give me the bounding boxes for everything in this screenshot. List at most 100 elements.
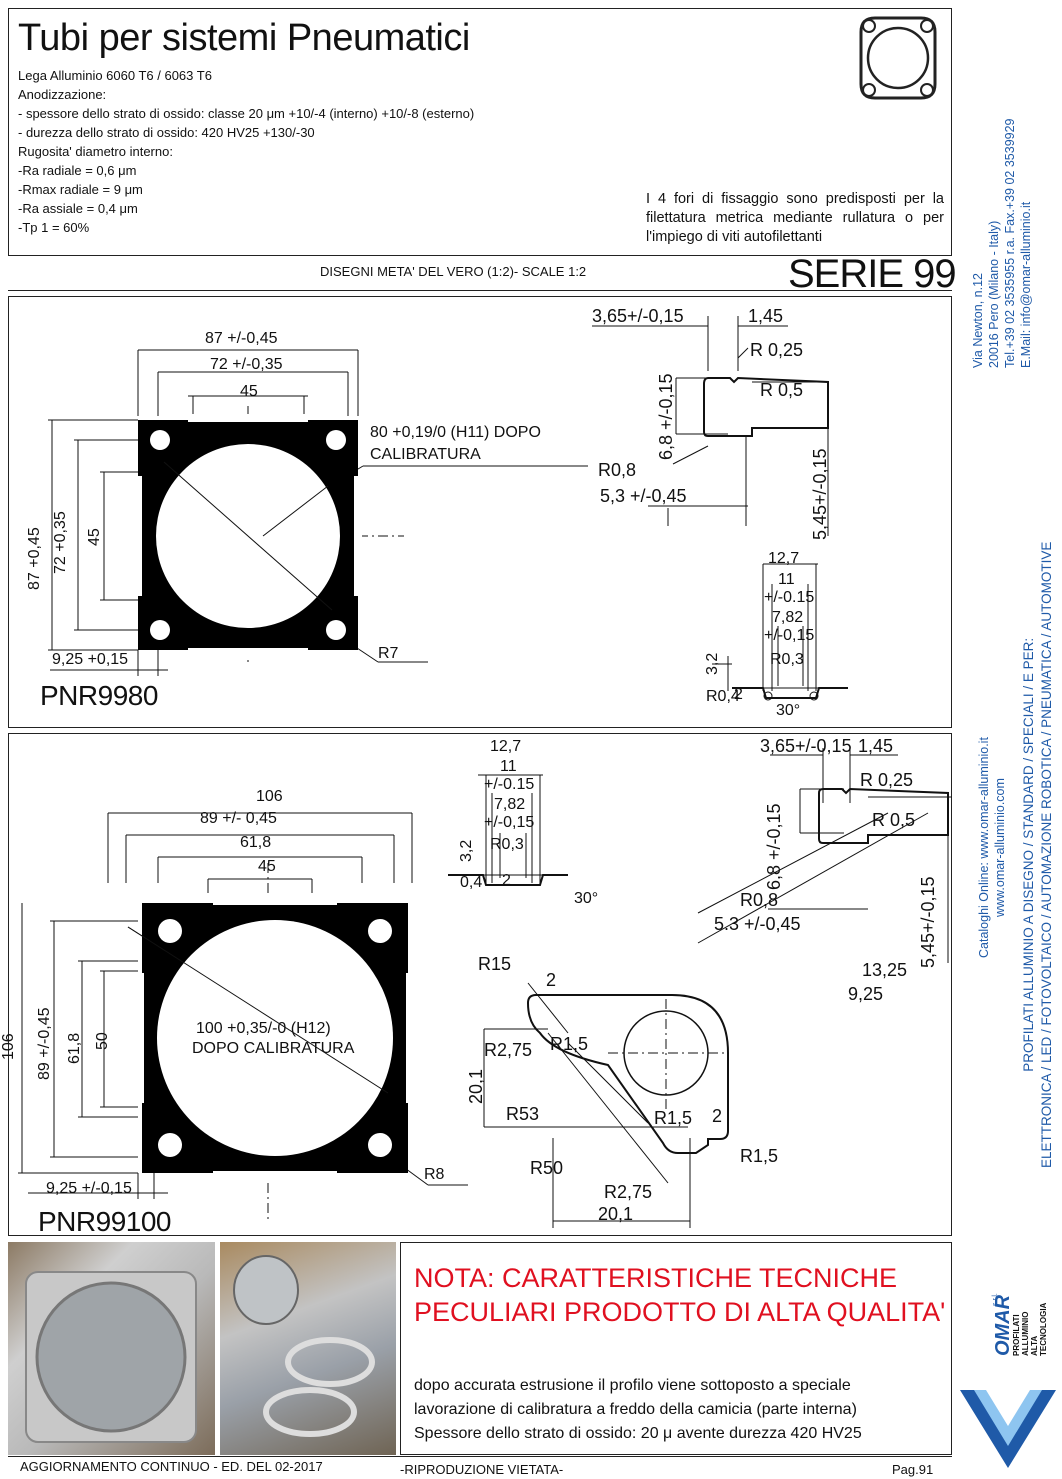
dim-h87: 87 +0,45 xyxy=(26,527,43,590)
detail-d: R 0,5 xyxy=(760,380,804,400)
footer-divider xyxy=(8,1456,952,1457)
slot-d: 7,82 xyxy=(772,609,804,626)
corner-13-25: 13,25 xyxy=(862,960,908,980)
logo-tagline-line: ALTA TECNOLOGIA xyxy=(1030,1302,1048,1356)
slot2-i: 2 xyxy=(502,872,511,889)
slot2-h: 0,4 xyxy=(460,874,483,891)
spec-line: - spessore dello strato di ossido: class… xyxy=(18,106,475,121)
dim-r8: R8 xyxy=(424,1166,445,1183)
corner-r2-75-b: R2,75 xyxy=(604,1182,653,1202)
dim-h89: 89 +/-0,45 xyxy=(36,1007,53,1081)
drawing-pnr9980 xyxy=(48,316,848,701)
drawing-box-pnr99100 xyxy=(8,733,952,1236)
slot-i: 2 xyxy=(734,686,743,703)
page-title: Tubi per sistemi Pneumatici xyxy=(18,17,470,59)
dim-w87: 87 +/-0,45 xyxy=(205,330,278,347)
dim-r7: R7 xyxy=(378,645,399,662)
detail2-h: 5,45+/-0,15 xyxy=(918,876,938,968)
online-line: www.omar-alluminio.com xyxy=(993,778,1007,917)
nota-heading-line2: PECULIARI PRODOTTO DI ALTA QUALITA' xyxy=(414,1297,946,1327)
dim-w45-2: 45 xyxy=(258,858,276,875)
corner-r15: R15 xyxy=(478,954,512,974)
corner-r1-5-b: R1,5 xyxy=(654,1108,693,1128)
dim-bore2-line2: DOPO CALIBRATURA xyxy=(192,1040,355,1057)
detail2-e: 6,8 +/-0,15 xyxy=(764,803,784,890)
nota-body: dopo accurata estrusione il profilo vien… xyxy=(414,1374,862,1446)
corner-r53: R53 xyxy=(506,1104,540,1124)
scale-caption: DISEGNI META' DEL VERO (1:2)- SCALE 1:2 xyxy=(320,264,587,279)
spec-line: Rugosita' diametro interno: xyxy=(18,144,173,159)
detail2-g: 5.3 +/-0,45 xyxy=(714,914,801,934)
spec-line: -Rmax radiale = 9 μm xyxy=(18,182,143,197)
slot2-a: 12,7 xyxy=(490,738,522,755)
slot-c: +/-0.15 xyxy=(764,589,815,606)
dim-w106: 106 xyxy=(256,788,283,805)
logo-suffix: s.r.l. xyxy=(992,1293,999,1306)
detail2-d: R 0,5 xyxy=(872,810,916,830)
dim-w61: 61,8 xyxy=(240,834,272,851)
sidebar-profiles: PROFILATI ALLUMINIO A DISEGNO / STANDARD… xyxy=(1020,542,1056,1168)
slot2-j: 30° xyxy=(574,890,599,907)
corner-r2-75-a: R2,75 xyxy=(484,1040,533,1060)
header-divider xyxy=(8,290,952,291)
slot-h: R0,4 xyxy=(706,688,740,705)
product-photo-tube-section xyxy=(8,1242,215,1455)
detail2-c: R 0,25 xyxy=(860,770,914,790)
nota-body-line: Spessore dello strato di ossido: 20 μ av… xyxy=(414,1425,862,1442)
series-title: SERIE 99 xyxy=(788,252,957,296)
detail2-b: 1,45 xyxy=(858,736,894,756)
tube-section-icon xyxy=(859,16,937,100)
spec-line: - durezza dello strato di ossido: 420 HV… xyxy=(18,125,315,140)
dim-bore-line1: 80 +0,19/0 (H11) DOPO xyxy=(370,424,541,441)
address-line: Via Newton, n.12 xyxy=(971,273,985,368)
detail2-a: 3,65+/-0,15 xyxy=(760,736,852,756)
dim-h72: 72 +0,35 xyxy=(52,511,69,574)
slot-b: 11 xyxy=(778,571,795,588)
footer-edition: AGGIORNAMENTO CONTINUO - ED. DEL 02-2017 xyxy=(20,1459,323,1474)
slot-j: 30° xyxy=(776,702,801,719)
header-box xyxy=(8,8,952,256)
profiles-line: PROFILATI ALLUMINIO A DISEGNO / STANDARD… xyxy=(1021,637,1036,1072)
address-line: E.Mail: info@omar-alluminio.it xyxy=(1019,201,1033,368)
dim-bore2-line1: 100 +0,35/-0 (H12) xyxy=(196,1020,331,1037)
dim-h50: 50 xyxy=(94,1032,111,1050)
corner-2: 2 xyxy=(546,970,557,990)
slot-e: +/-0,15 xyxy=(764,627,815,644)
dim-w72: 72 +/-0,35 xyxy=(210,356,283,373)
drawing-pnr99100 xyxy=(18,748,952,1228)
corner-r1-5-c: R1,5 xyxy=(740,1146,779,1166)
detail-h: 5,45+/-0,15 xyxy=(810,448,830,540)
spec-line: -Ra assiale = 0,4 μm xyxy=(18,201,138,216)
product-photo-rings xyxy=(220,1242,396,1455)
slot2-f: R0,3 xyxy=(490,836,524,853)
slot-a: 12,7 xyxy=(768,550,800,567)
sidebar-address: Via Newton, n.12 20016 Pero (Milano - It… xyxy=(970,118,1034,368)
dim-h61: 61,8 xyxy=(66,1032,83,1064)
online-line: Cataloghi Online: www.omar-alluminio.it xyxy=(977,737,991,958)
nota-box xyxy=(400,1242,952,1455)
detail-f: R0,8 xyxy=(598,460,637,480)
corner-20-1-b: 20,1 xyxy=(598,1204,634,1224)
part-code-pnr9980: PNR9980 xyxy=(40,680,158,711)
part-code-pnr99100: PNR99100 xyxy=(38,1206,171,1237)
corner-r50: R50 xyxy=(530,1158,564,1178)
alloy-spec: Lega Alluminio 6060 T6 / 6063 T6 xyxy=(18,68,212,83)
slot2-d: 7,82 xyxy=(494,796,526,813)
slot2-c: +/-0.15 xyxy=(484,776,535,793)
detail-b: 1,45 xyxy=(748,306,784,326)
slot2-b: 11 xyxy=(500,758,517,775)
spec-line: -Ra radiale = 0,6 μm xyxy=(18,163,137,178)
slot-f: R0,3 xyxy=(770,651,804,668)
detail-g: 5,3 +/-0,45 xyxy=(600,486,687,506)
nota-heading-line1: NOTA: CARATTERISTICHE TECNICHE xyxy=(414,1263,898,1293)
logo-tagline: PROFILATI ALLUMINIO ALTA TECNOLOGIA xyxy=(1012,1303,1048,1356)
dim-offset-2: 9,25 +/-0,15 xyxy=(46,1180,132,1197)
address-line: Tel.+39 02 3535955 r.a. Fax.+39 02 35399… xyxy=(1003,118,1017,368)
detail2-f: R0,8 xyxy=(740,890,779,910)
corner-9-25: 9,25 xyxy=(848,984,884,1004)
dim-h45: 45 xyxy=(86,528,103,546)
slot2-e: +/-0,15 xyxy=(484,814,535,831)
omar-logo: OMAR s.r.l. PROFILATI ALLUMINIO ALTA TEC… xyxy=(958,1240,1058,1472)
dim-w89: 89 +/- 0,45 xyxy=(200,810,277,827)
slot2-g: 3,2 xyxy=(458,839,475,862)
